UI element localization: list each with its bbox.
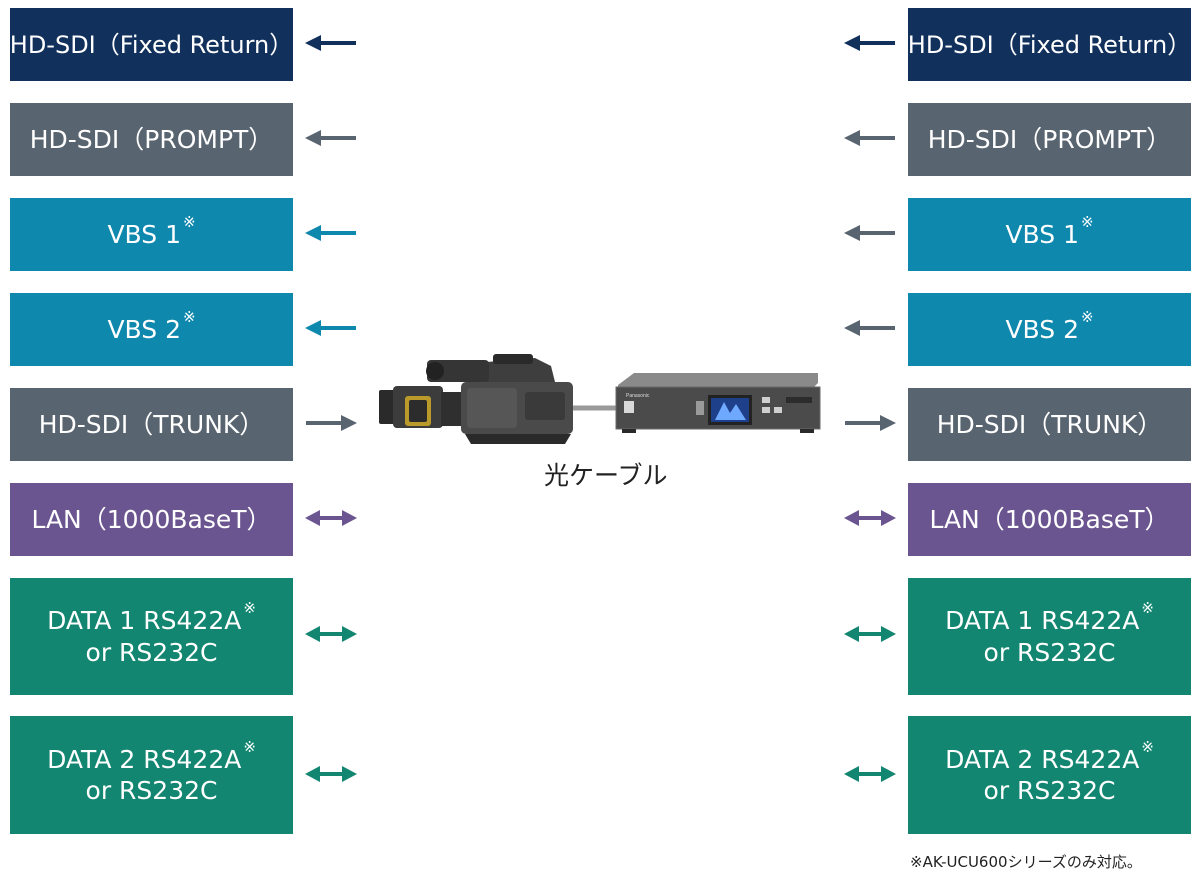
right-vbs1-label: VBS 1 — [1005, 219, 1079, 249]
right-lan-label: LAN（1000BaseT） — [929, 504, 1170, 534]
right-lan-bidirectional-arrow-icon — [844, 510, 896, 526]
left-vbs2-arrow-icon — [305, 320, 356, 336]
right-vbs1-note-mark: ※ — [1080, 212, 1094, 231]
right-vbs1-arrow-icon — [844, 225, 895, 241]
right-fixed-return-arrow-icon — [844, 35, 895, 51]
left-vbs1-arrow-icon — [305, 225, 356, 241]
left-hd-sdi-prompt-label: HD-SDI（PROMPT） — [29, 124, 274, 154]
right-data2-label-line1: DATA 2 RS422A — [945, 744, 1140, 774]
left-hd-sdi-trunk-box: HD-SDI（TRUNK） — [10, 388, 293, 461]
right-prompt-arrow-icon — [844, 130, 895, 146]
left-hd-sdi-trunk-label: HD-SDI（TRUNK） — [38, 409, 265, 439]
left-vbs1-note-mark: ※ — [182, 212, 196, 231]
left-data2-label-line2: or RS232C — [85, 776, 218, 805]
left-data2-box: DATA 2 RS422A※ or RS232C — [10, 716, 293, 834]
right-hd-sdi-prompt-label: HD-SDI（PROMPT） — [927, 124, 1172, 154]
right-trunk-arrow-icon — [845, 415, 896, 431]
left-lan-box: LAN（1000BaseT） — [10, 483, 293, 556]
right-vbs2-label: VBS 2 — [1005, 314, 1079, 344]
left-vbs2-note-mark: ※ — [182, 307, 196, 326]
left-data1-bidirectional-arrow-icon — [305, 626, 357, 642]
left-vbs2-box: VBS 2※ — [10, 293, 293, 366]
left-lan-bidirectional-arrow-icon — [305, 510, 357, 526]
right-lan-box: LAN（1000BaseT） — [908, 483, 1191, 556]
left-hd-sdi-prompt-box: HD-SDI（PROMPT） — [10, 103, 293, 176]
right-hd-sdi-prompt-box: HD-SDI（PROMPT） — [908, 103, 1191, 176]
device-brand-text: Panasonic — [626, 393, 650, 399]
right-data2-label-line2: or RS232C — [983, 776, 1116, 805]
left-data2-bidirectional-arrow-icon — [305, 766, 357, 782]
right-hd-sdi-trunk-box: HD-SDI（TRUNK） — [908, 388, 1191, 461]
right-data2-box: DATA 2 RS422A※ or RS232C — [908, 716, 1191, 834]
right-hd-sdi-fixed-return-box: HD-SDI（Fixed Return） — [908, 8, 1191, 81]
left-trunk-arrow-icon — [306, 415, 357, 431]
right-data1-note-mark: ※ — [1141, 599, 1154, 618]
right-data2-bidirectional-arrow-icon — [844, 766, 896, 782]
left-data1-label-line2: or RS232C — [85, 637, 218, 667]
right-data2-note-mark: ※ — [1141, 737, 1154, 756]
right-vbs2-arrow-icon — [844, 320, 895, 336]
left-prompt-arrow-icon — [305, 130, 356, 146]
right-data1-box: DATA 1 RS422A※ or RS232C — [908, 578, 1191, 695]
left-hd-sdi-fixed-return-label: HD-SDI（Fixed Return） — [9, 30, 294, 59]
camera-control-unit-illustration: Panasonic — [615, 373, 821, 433]
left-vbs1-box: VBS 1※ — [10, 198, 293, 271]
left-data1-note-mark: ※ — [243, 599, 256, 618]
left-hd-sdi-fixed-return-box: HD-SDI（Fixed Return） — [10, 8, 293, 81]
left-data1-label-line1: DATA 1 RS422A — [47, 606, 242, 636]
right-vbs2-box: VBS 2※ — [908, 293, 1191, 366]
left-data2-note-mark: ※ — [243, 737, 256, 756]
right-hd-sdi-fixed-return-label: HD-SDI（Fixed Return） — [907, 30, 1192, 59]
left-data2-label-line1: DATA 2 RS422A — [47, 744, 242, 774]
optical-cable-label: 光ケーブル — [544, 461, 668, 490]
left-data1-box: DATA 1 RS422A※ or RS232C — [10, 578, 293, 695]
right-hd-sdi-trunk-label: HD-SDI（TRUNK） — [936, 409, 1163, 439]
right-vbs2-note-mark: ※ — [1080, 307, 1094, 326]
left-vbs1-label: VBS 1 — [107, 219, 181, 249]
right-data1-label-line2: or RS232C — [983, 637, 1116, 667]
camera-illustration — [379, 354, 573, 444]
right-data1-label-line1: DATA 1 RS422A — [945, 606, 1140, 636]
footnote-text: ※AK-UCU600シリーズのみ対応。 — [910, 853, 1142, 871]
left-lan-label: LAN（1000BaseT） — [31, 504, 272, 534]
left-vbs2-label: VBS 2 — [107, 314, 181, 344]
right-data1-bidirectional-arrow-icon — [844, 626, 896, 642]
right-vbs1-box: VBS 1※ — [908, 198, 1191, 271]
left-fixed-return-arrow-icon — [305, 35, 356, 51]
